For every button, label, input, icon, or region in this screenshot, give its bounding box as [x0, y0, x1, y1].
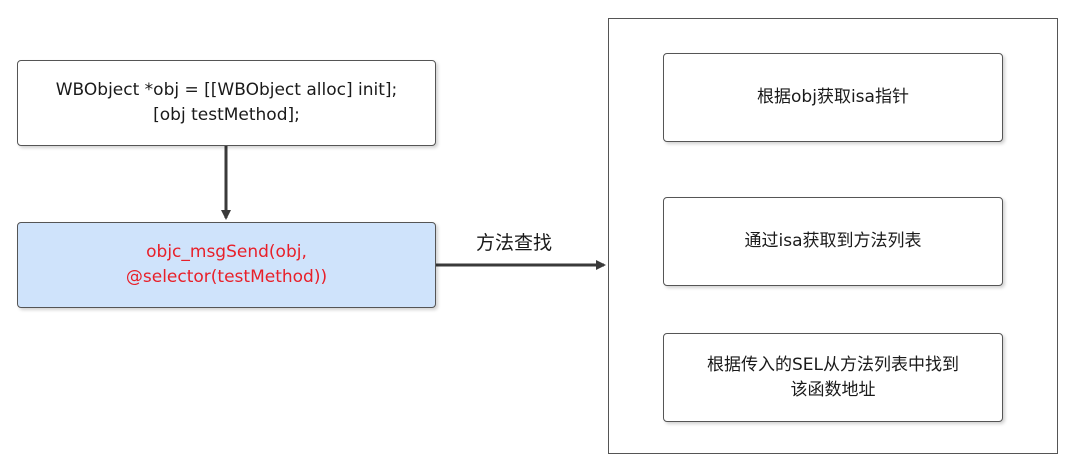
method-lookup-label: 方法查找 [476, 232, 553, 254]
code-line-1: WBObject *obj = [[WBObject alloc] init]; [55, 80, 398, 100]
code-line-2: [obj testMethod]; [153, 105, 300, 125]
step-3-text-line-2: 该函数地址 [790, 379, 876, 400]
code-box: WBObject *obj = [[WBObject alloc] init];… [17, 60, 436, 146]
step-get-isa: 根据obj获取isa指针 [663, 53, 1003, 142]
step-find-function-address: 根据传入的SEL从方法列表中找到 该函数地址 [663, 333, 1003, 422]
step-1-text: 根据obj获取isa指针 [757, 87, 909, 107]
msgsend-line-1: objc_msgSend(obj, [146, 242, 307, 262]
step-2-text: 通过isa获取到方法列表 [744, 231, 922, 251]
msgsend-box: objc_msgSend(obj, @selector(testMethod)) [17, 222, 436, 308]
step-3-text-line-1: 根据传入的SEL从方法列表中找到 [706, 354, 959, 375]
msgsend-line-2: @selector(testMethod)) [125, 267, 328, 287]
step-get-method-list: 通过isa获取到方法列表 [663, 197, 1003, 286]
